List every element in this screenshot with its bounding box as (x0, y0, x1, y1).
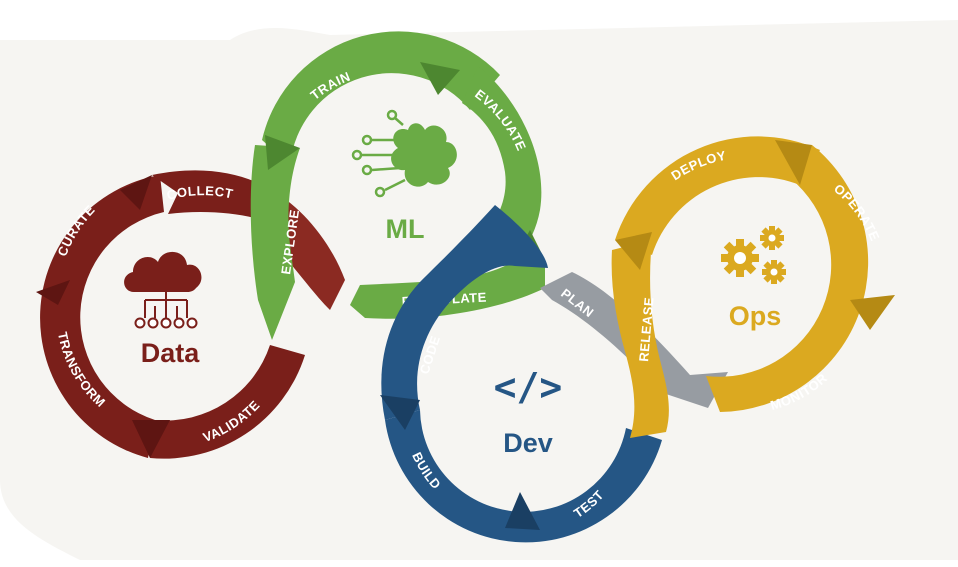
cloud-network-icon (124, 251, 202, 329)
ops-ring-left (611, 240, 669, 438)
ml-label: ML (386, 214, 425, 244)
dev-arrow-notch (505, 492, 540, 530)
data-ring-arc (40, 175, 164, 458)
ops-arrow-notch (615, 232, 652, 270)
data-arrow-notch (120, 175, 152, 210)
ops-ring-top (615, 136, 820, 255)
ops-stage-release: RELEASE (636, 296, 657, 362)
data-stage-collect: COLLECT (165, 183, 234, 203)
dev-label: Dev (503, 428, 553, 458)
ml-ring-top (262, 31, 500, 165)
data-label: Data (141, 338, 201, 368)
ops-label: Ops (729, 301, 782, 331)
ml-arrow-notch (420, 62, 460, 95)
dev-arrow-notch (380, 395, 420, 430)
ml-ring-left (250, 145, 300, 340)
ops-ring-right (706, 145, 869, 412)
brain-circuit-icon (351, 109, 457, 198)
ops-cycle: DEPLOY OPERATE MONITOR RELEASE (611, 136, 895, 438)
data-collect-arrow (152, 170, 268, 220)
code-icon: </> (494, 365, 563, 409)
ops-arrow-notch (775, 140, 812, 185)
ops-arrow-notch (850, 295, 895, 330)
gears-icon (721, 226, 786, 284)
data-ring-arc-right (150, 345, 305, 459)
ml-arrow-notch (265, 135, 300, 170)
ml-ring-right (462, 66, 542, 262)
dev-ring-left (381, 205, 548, 420)
data-arrow-notch (36, 280, 70, 305)
data-arrow-notch (132, 420, 170, 458)
dev-ring-bottom (385, 410, 662, 543)
